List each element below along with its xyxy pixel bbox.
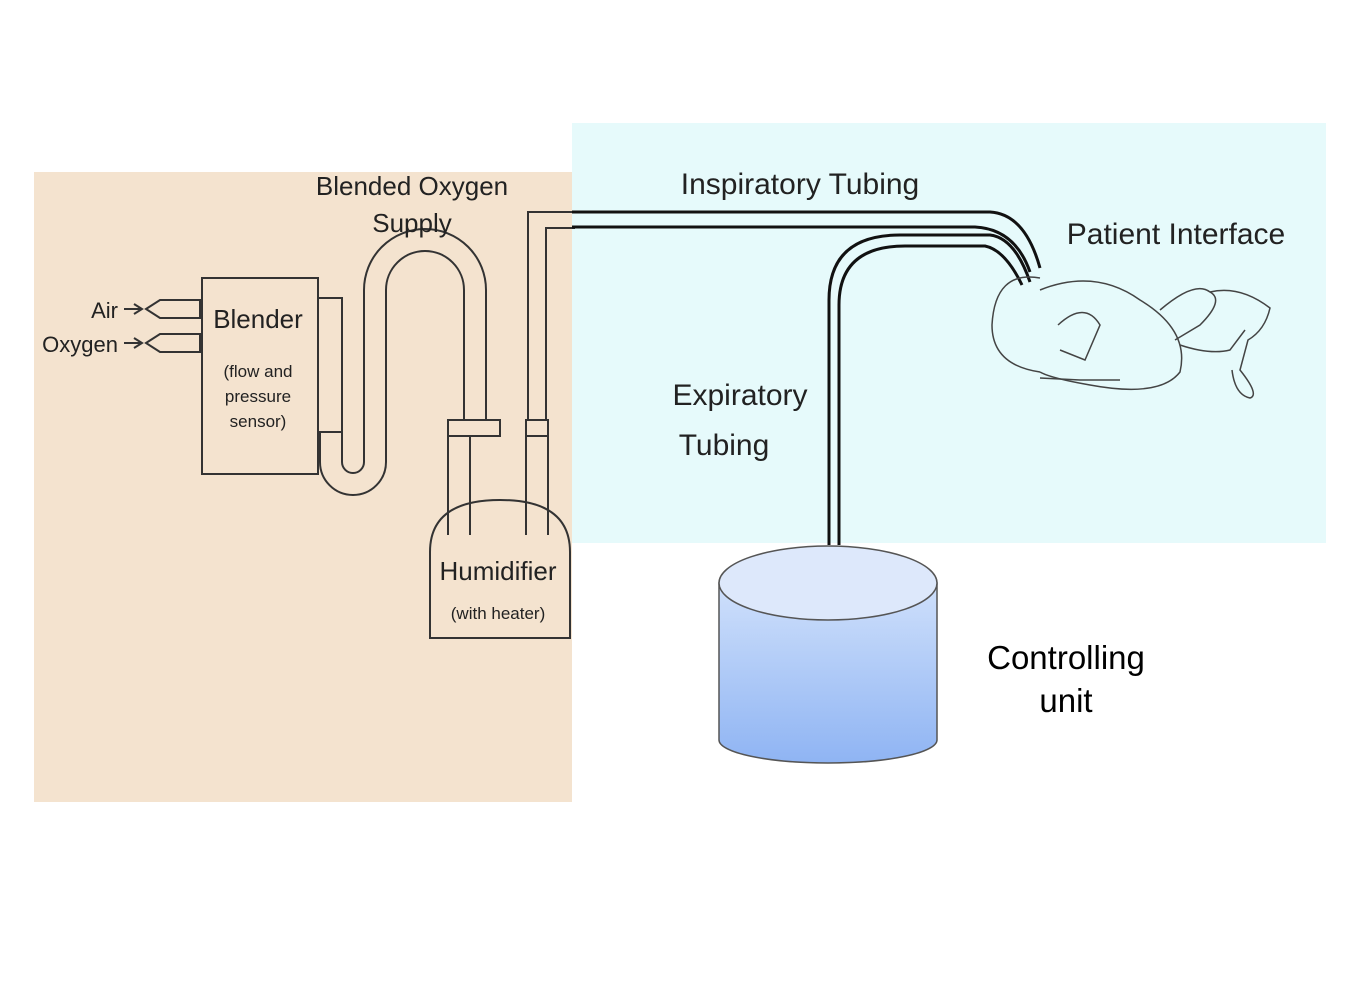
humidifier [429,211,575,639]
air-inlet [124,299,201,319]
infant-icon [991,276,1271,399]
expiratory-tubing [827,233,1032,545]
air-label: Air [91,298,118,323]
cylinder-icon [718,545,938,764]
inspiratory-tubing-label: Inspiratory Tubing [681,168,919,201]
controlling-unit-label-1: Controlling [987,639,1145,676]
right-panel [572,123,1326,543]
oxygen-inlet [124,333,201,353]
blender-sub-3: sensor) [230,412,287,431]
blended-oxygen-label-1: Blended Oxygen [316,171,508,201]
blended-supply-tube [319,228,487,496]
oxygen-label: Oxygen [42,332,118,357]
left-panel [34,172,572,802]
inspiratory-tubing [572,210,1042,273]
blender-sub-1: (flow and [224,362,293,381]
blended-oxygen-label-2: Supply [372,208,452,238]
blender-side [317,297,343,433]
humidifier-label: Humidifier [439,556,556,586]
expiratory-label-1: Expiratory [672,379,807,412]
patient-interface-label: Patient Interface [1067,218,1285,251]
humidifier-sub-label: (with heater) [451,604,545,623]
expiratory-label-2: Tubing [679,429,770,462]
controlling-unit-label-2: unit [1039,682,1092,719]
blender-label: Blender [213,304,303,334]
blender-sub-2: pressure [225,387,291,406]
